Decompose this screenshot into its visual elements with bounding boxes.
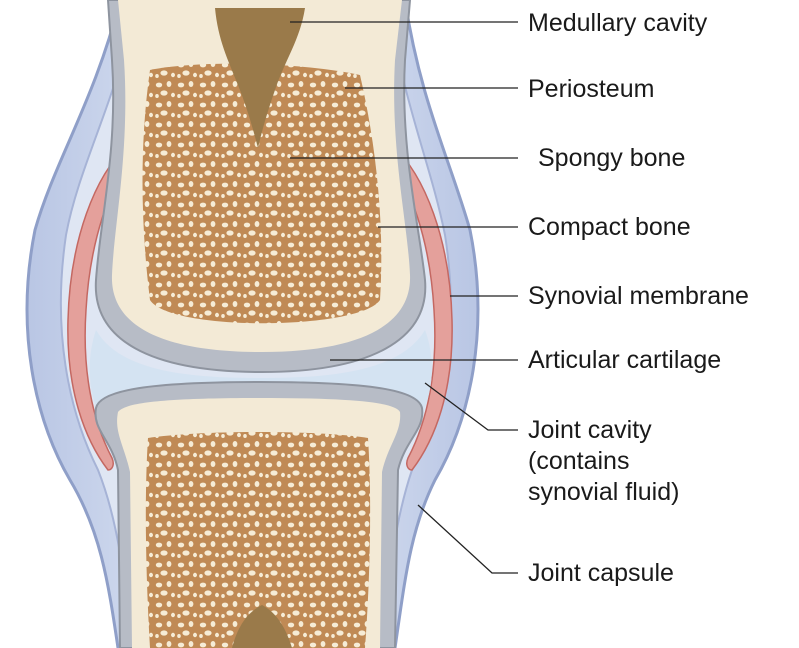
label-medullary-cavity: Medullary cavity	[528, 8, 707, 38]
label-joint-cavity: Joint cavity (contains synovial fluid)	[528, 415, 679, 508]
label-compact-bone: Compact bone	[528, 212, 691, 242]
label-periosteum: Periosteum	[528, 74, 654, 104]
label-spongy-bone: Spongy bone	[538, 143, 685, 173]
leader-joint-capsule	[418, 505, 518, 573]
label-synovial-membrane: Synovial membrane	[528, 281, 749, 311]
label-articular-cartilage: Articular cartilage	[528, 345, 721, 375]
label-joint-capsule: Joint capsule	[528, 558, 674, 588]
